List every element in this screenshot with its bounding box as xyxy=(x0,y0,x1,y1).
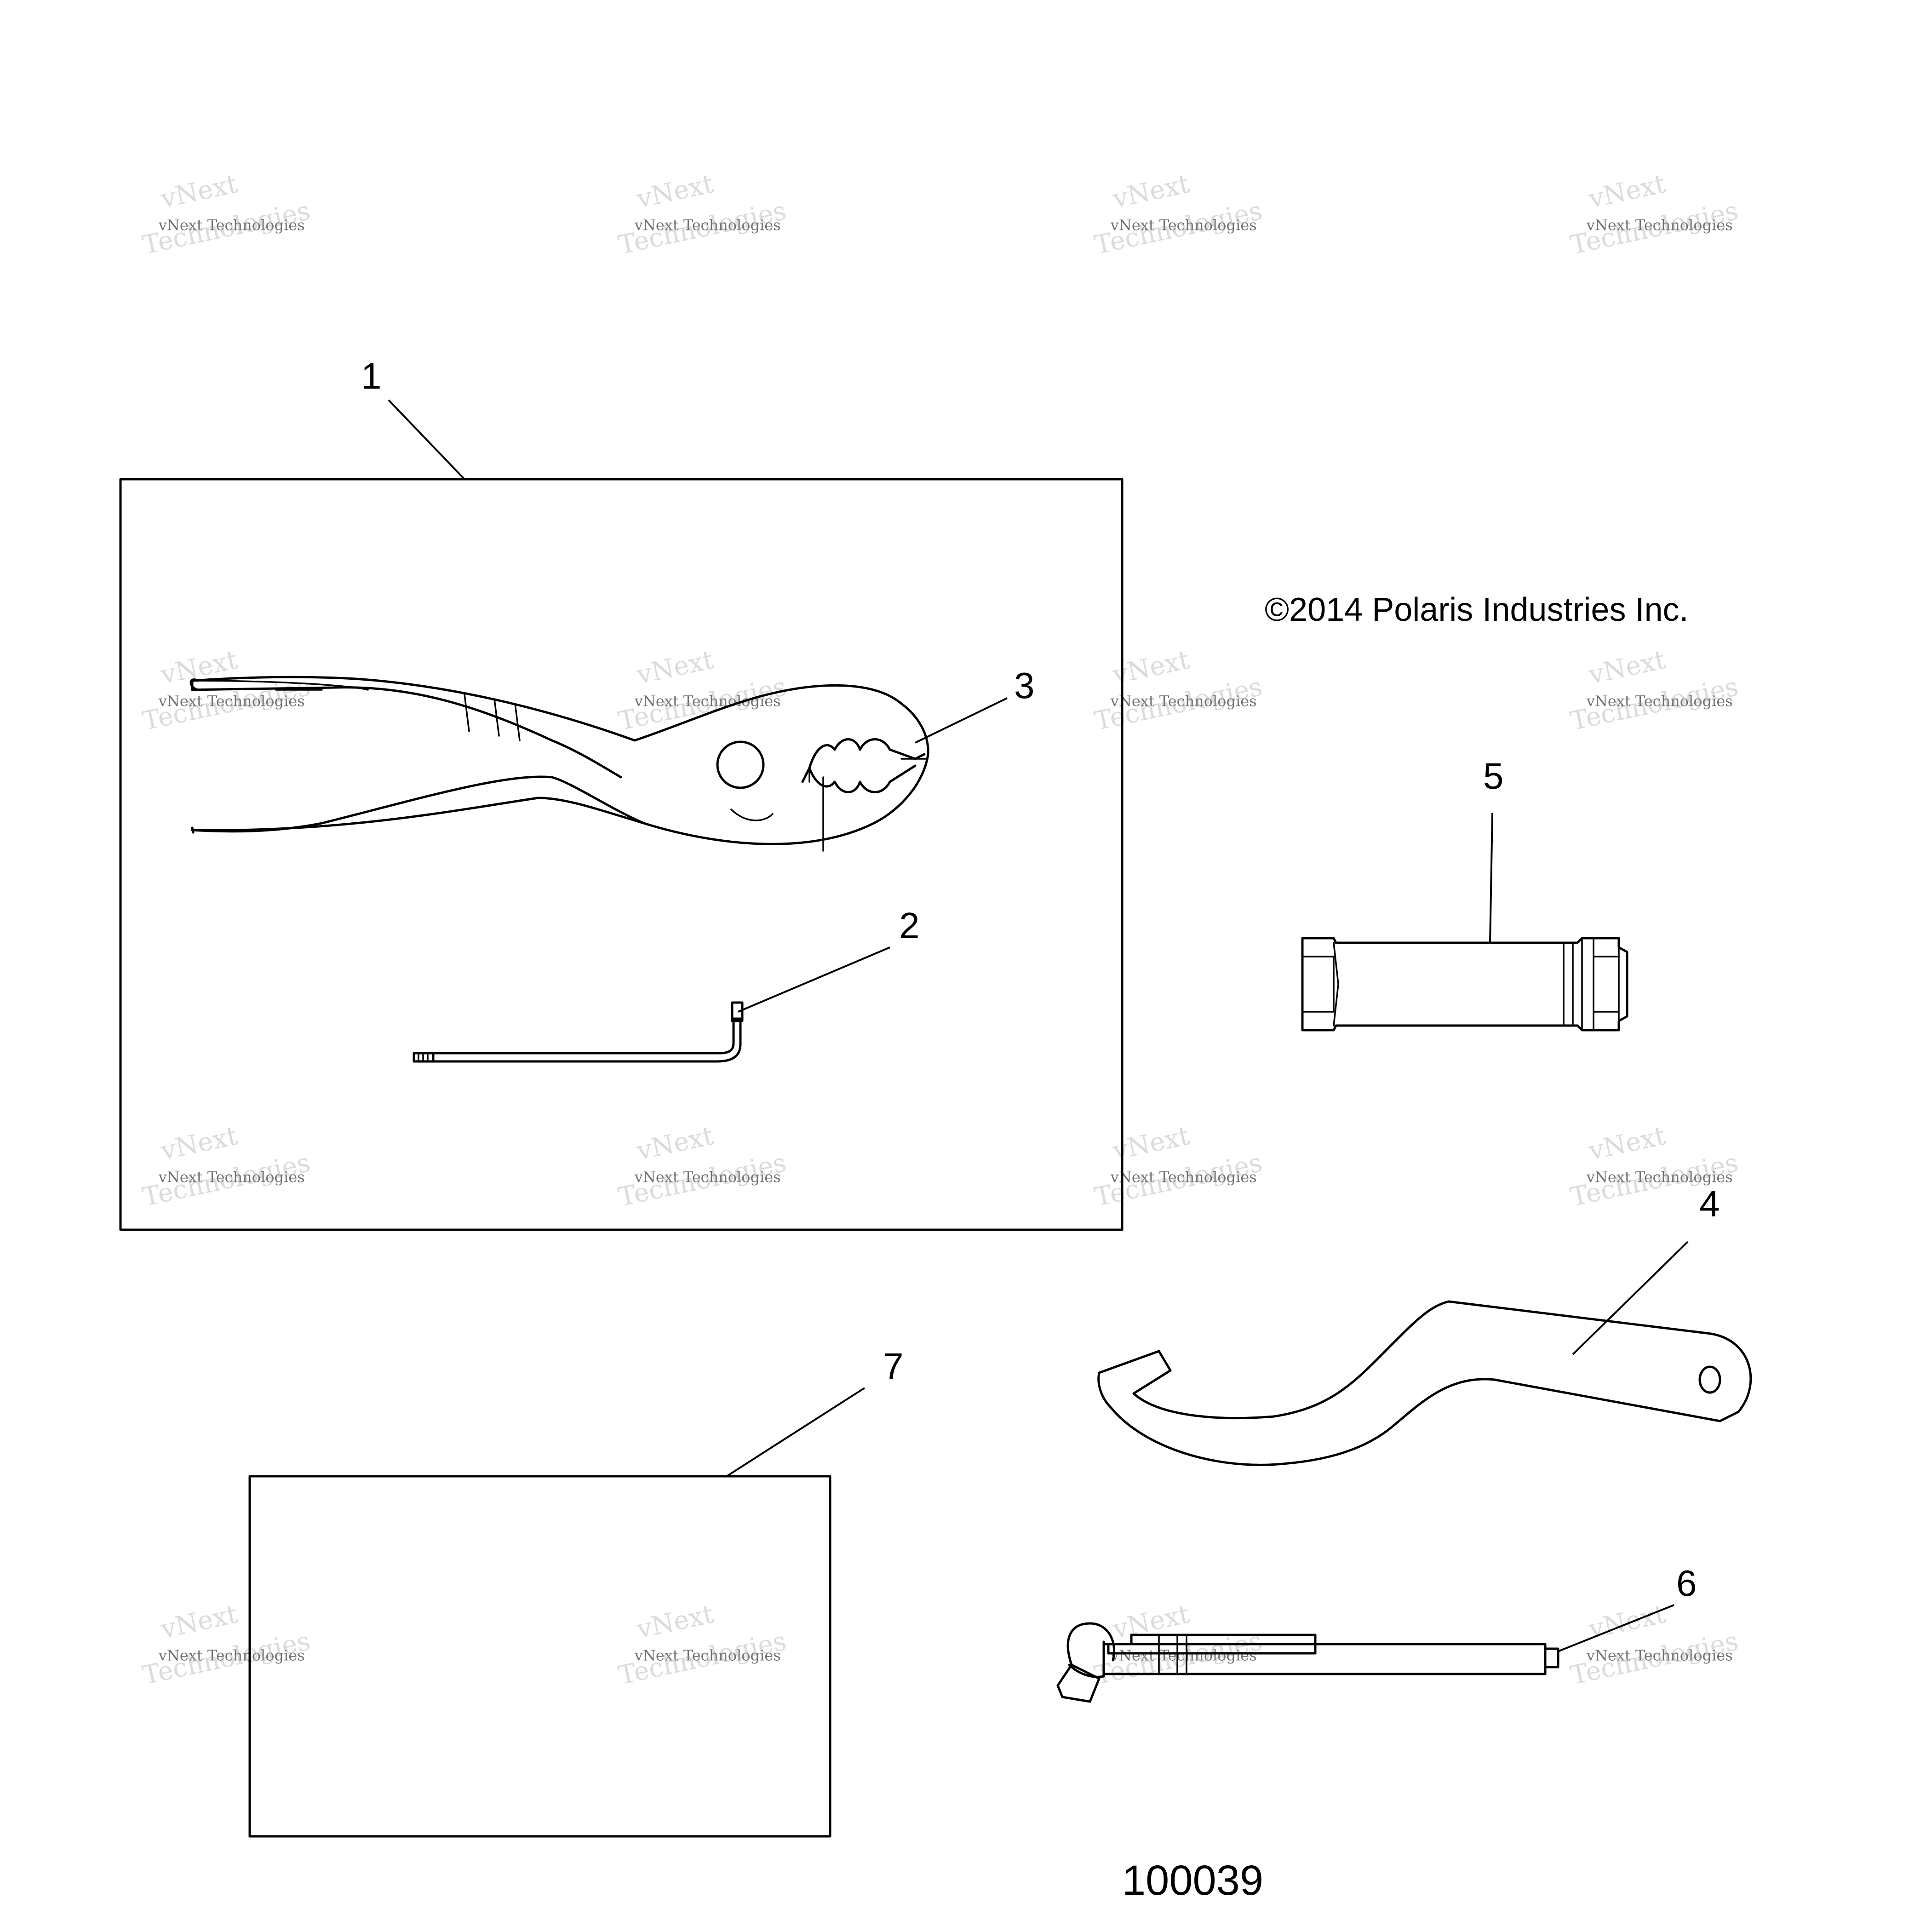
watermark-line-1: vNext xyxy=(1110,169,1192,214)
watermark-line-1: vNext xyxy=(1586,1121,1668,1166)
watermark-line-2: vNext Technologies xyxy=(1586,1168,1733,1186)
watermark-line-1: vNext xyxy=(158,169,240,214)
hex-key-drawing xyxy=(413,1001,744,1063)
watermark-line-1: vNext xyxy=(158,1599,240,1645)
callout-5: 5 xyxy=(1483,756,1504,797)
watermark-line-2: vNext Technologies xyxy=(634,1168,781,1186)
watermark-line-2: vNext Technologies xyxy=(634,1646,781,1664)
watermark-line-2: vNext Technologies xyxy=(1586,692,1733,710)
watermark-line-1: vNext xyxy=(634,169,716,214)
pliers-drawing xyxy=(189,676,929,852)
watermark-line-2: vNext Technologies xyxy=(1110,1646,1257,1664)
watermark-line-1: vNext xyxy=(158,645,240,690)
leader-lines xyxy=(388,399,1689,1652)
watermark-line-2: vNext Technologies xyxy=(158,1168,305,1186)
watermark-line-1: vNext xyxy=(634,645,716,690)
watermark-line-1: vNext xyxy=(1586,1599,1668,1645)
figure-number: 100039 xyxy=(1122,1857,1263,1904)
watermark-line-1: vNext xyxy=(1110,1599,1192,1645)
watermark-line-2: vNext Technologies xyxy=(1586,216,1733,234)
callout-2: 2 xyxy=(899,905,920,946)
plug-wrench-drawing xyxy=(1056,1622,1559,1703)
callout-7: 7 xyxy=(883,1346,904,1387)
watermark-line-2: vNext Technologies xyxy=(158,692,305,710)
document-outline xyxy=(248,1475,831,1838)
watermark-line-2: vNext Technologies xyxy=(634,216,781,234)
watermark-line-1: vNext xyxy=(1586,169,1668,214)
watermark-line-1: vNext xyxy=(634,1121,716,1166)
watermark-line-2: vNext Technologies xyxy=(634,692,781,710)
spanner-wrench-drawing xyxy=(1097,1300,1752,1466)
callout-6: 6 xyxy=(1676,1563,1697,1604)
callout-4: 4 xyxy=(1699,1183,1720,1224)
socket-tool-drawing xyxy=(1301,937,1628,1032)
watermark-line-1: vNext xyxy=(1586,645,1668,690)
watermark-line-2: vNext Technologies xyxy=(158,216,305,234)
watermark-line-1: vNext xyxy=(634,1599,716,1645)
copyright-text: ©2014 Polaris Industries Inc. xyxy=(1265,591,1689,628)
callout-1: 1 xyxy=(361,355,382,396)
callout-3: 3 xyxy=(1014,665,1035,706)
watermark-line-2: vNext Technologies xyxy=(1110,216,1257,234)
watermark-line-2: vNext Technologies xyxy=(1586,1646,1733,1664)
watermark-line-1: vNext xyxy=(158,1121,240,1166)
watermark-line-2: vNext Technologies xyxy=(158,1646,305,1664)
watermark-line-2: vNext Technologies xyxy=(1110,1168,1257,1186)
watermark-line-2: vNext Technologies xyxy=(1110,692,1257,710)
kit-box-outline xyxy=(119,478,1124,1231)
